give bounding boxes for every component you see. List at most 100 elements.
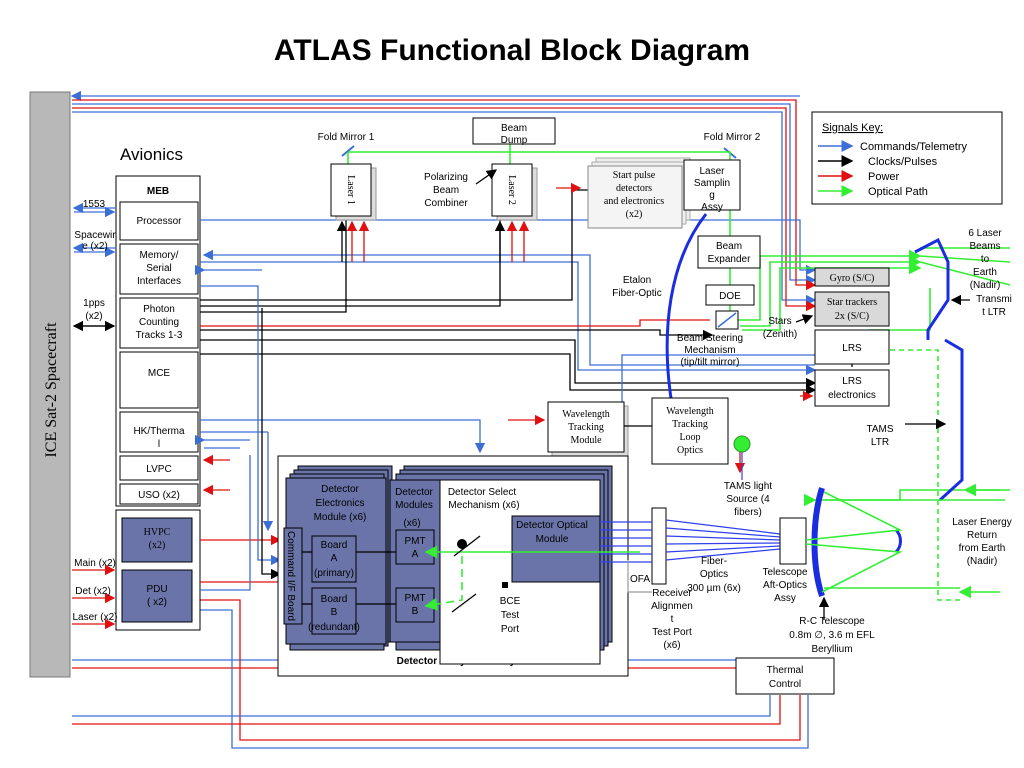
lrs-electronics-label-1: LRS <box>842 376 862 387</box>
rc-telescope-label-2: 0.8m ∅, 3.6 m EFL <box>789 630 875 641</box>
signals-key-title: Signals Key: <box>822 122 883 134</box>
wtm-label-1: Wavelength <box>562 409 610 420</box>
laser-sampling-label-3: g <box>709 190 715 201</box>
hvpc-label-2: (x2) <box>149 540 166 551</box>
gyro-label: Gyro (S/C) <box>830 273 875 284</box>
wtm-label-3: Module <box>570 435 602 446</box>
board-b-label-3: (redundant) <box>308 622 360 633</box>
thermal-label-1: Thermal <box>767 665 804 676</box>
command-if-label: Command I/F Board <box>285 531 296 621</box>
rc-telescope-label-3: Beryllium <box>811 644 852 655</box>
etalon-label-2: Fiber-Optic <box>612 288 661 299</box>
hvpc-block <box>121 517 193 563</box>
spacecraft-bar <box>29 91 71 678</box>
beam-steering-label-1: Beam Steering <box>677 333 743 344</box>
legend-item-power: Power <box>818 170 900 183</box>
thermal-label-2: Control <box>769 679 801 690</box>
doe-block <box>705 284 755 306</box>
hvpc-label-1: HVPC <box>144 527 171 538</box>
legend-label-clocks: Clocks/Pulses <box>868 156 938 168</box>
beam-expander-block <box>697 235 761 269</box>
detector-electronics-label-1: Detector <box>321 484 359 495</box>
memory-label-2: Serial <box>146 263 172 274</box>
primary-mirror <box>811 487 825 597</box>
bottom-bus-lines <box>72 599 809 749</box>
beam-dump-label-1: Beam <box>501 123 527 134</box>
etalon-label-1: Etalon <box>623 275 651 286</box>
board-b-label-2: B <box>331 607 338 618</box>
secondary-mirror <box>894 528 902 554</box>
polarizing-label-3: Combiner <box>424 198 468 209</box>
detector-modules-label-2: Modules <box>395 500 433 511</box>
laser-sampling-block <box>683 159 741 211</box>
six-beams-label-5: (Nadir) <box>970 280 1001 291</box>
transmit-ltr-label-2: t LTR <box>982 307 1006 318</box>
pmt-a-label-1: PMT <box>404 536 425 547</box>
legend-label-optical: Optical Path <box>868 186 928 198</box>
laser-return-label-4: (Nadir) <box>967 556 998 567</box>
receiver-label-3: t <box>671 614 674 625</box>
laser-return-label-1: Laser Energy <box>952 517 1011 528</box>
detector-modules-label-1: Detector <box>395 487 433 498</box>
stars-arrow <box>795 314 814 325</box>
board-b-block <box>311 587 357 635</box>
label-spacewire-2: e (x2) <box>82 241 108 252</box>
receiver-label-5: (x6) <box>663 640 680 651</box>
uso-label: USO (x2) <box>138 490 180 501</box>
legend-label-power: Power <box>868 171 900 183</box>
laser-sampling-label-4: Assy <box>701 202 723 213</box>
six-beams-label-1: 6 Laser <box>968 228 1002 239</box>
bce-label-1: BCE <box>500 596 521 607</box>
fiber-optics-label-3: 300 µm (6x) <box>687 583 741 594</box>
command-if-board <box>283 527 303 625</box>
legend-label-commands: Commands/Telemetry <box>860 141 967 153</box>
mce-block <box>119 351 199 409</box>
fold-mirror-1-label: Fold Mirror 1 <box>318 132 375 143</box>
star-trackers-label-1: Star trackers <box>827 297 877 308</box>
polarizing-label-1: Polarizing <box>424 172 468 183</box>
fold-mirror-2-label: Fold Mirror 2 <box>704 132 761 143</box>
etalon-fiber <box>665 213 708 406</box>
laser-return-label-3: from Earth <box>959 543 1006 554</box>
memory-block <box>119 243 199 295</box>
diagram-title: ATLAS Functional Block Diagram <box>274 34 750 67</box>
receiver-label-4: Test Port <box>652 627 692 638</box>
lrs-label: LRS <box>842 343 862 354</box>
label-spacewire-1: Spacewir <box>74 230 116 241</box>
avionics-signal-lines <box>194 189 817 591</box>
beam-expander-label-1: Beam <box>716 241 742 252</box>
transmit-ltr-label-1: Transmi <box>976 294 1012 305</box>
label-1553: 1553 <box>83 199 106 210</box>
pmt-b-label-1: PMT <box>404 593 425 604</box>
telescope-aft-label-2: Aft-Optics <box>763 580 807 591</box>
laser-input-lines <box>336 169 582 262</box>
tams-light-source <box>733 435 751 453</box>
wtm-label-2: Tracking <box>568 422 604 433</box>
receiver-label-2: Alignmen <box>651 601 693 612</box>
laser-return-label-2: Return <box>967 530 997 541</box>
start-pulse-label-2: detectors <box>616 183 652 194</box>
legend-item-optical: Optical Path <box>818 185 928 198</box>
laser-2-block <box>491 163 533 217</box>
board-a-label-3: (primary) <box>314 568 354 579</box>
detector-optical-block <box>511 515 601 583</box>
start-pulse-label-1: Start pulse <box>613 170 656 181</box>
laser-1-block <box>330 163 372 217</box>
tams-ltr-label-2: LTR <box>871 437 889 448</box>
ofa-link <box>627 560 652 593</box>
lvpc-block <box>119 455 199 481</box>
receiver-label-1: Receiver <box>652 588 692 599</box>
wtlo-label-4: Optics <box>677 445 703 456</box>
doe-label: DOE <box>719 291 741 302</box>
pdu-label-2: ( x2) <box>147 597 167 608</box>
detector-select-label-1: Detector Select <box>448 487 517 498</box>
processor-label: Processor <box>136 216 182 227</box>
detector-internal-lines <box>302 535 640 613</box>
ofa-label: OFA <box>630 574 650 585</box>
mce-label: MCE <box>148 368 171 379</box>
photon-label-3: Tracks 1-3 <box>136 330 183 341</box>
spacecraft-label: ICE Sat-2 Spacecraft <box>43 322 60 458</box>
board-a-label-1: Board <box>321 540 348 551</box>
start-pulse-block <box>587 165 683 229</box>
